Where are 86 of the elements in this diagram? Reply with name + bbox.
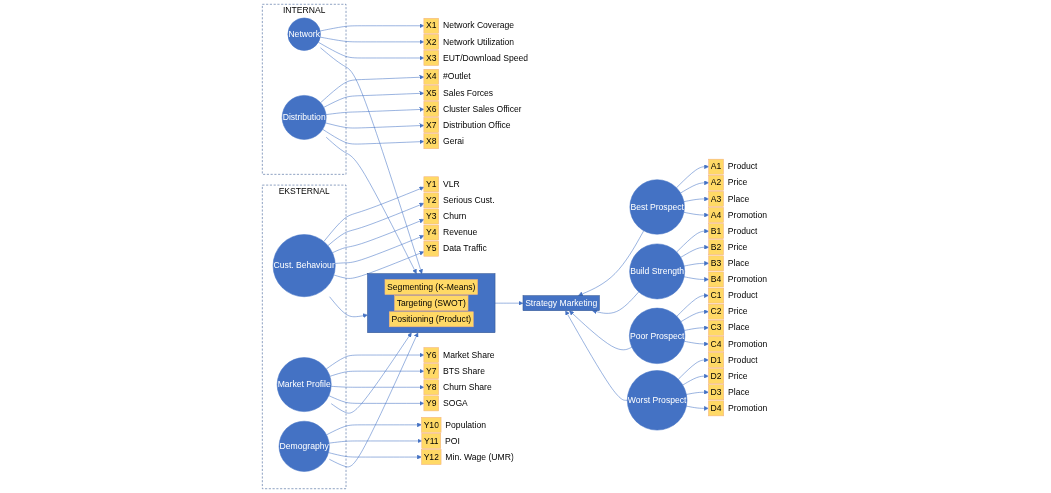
node-label: Price	[727, 177, 748, 188]
node-label: Network Utilization	[442, 37, 515, 47]
node-box: A4	[708, 207, 724, 223]
node-box: Y11	[421, 433, 441, 449]
node-label: SOGA	[442, 398, 468, 408]
node-box: Y6	[423, 347, 439, 363]
node-box: B2	[708, 239, 724, 256]
node-box: Y8	[423, 379, 439, 396]
node-box: Y2	[423, 192, 439, 209]
node-box: B3	[708, 255, 724, 272]
node-box: D2	[708, 368, 724, 384]
node-box: X6	[423, 101, 439, 117]
node-box: Y9	[423, 395, 439, 412]
node-box: C3	[708, 320, 724, 336]
node-label: Min. Wage (UMR)	[445, 452, 514, 462]
node-label: Churn	[442, 211, 467, 221]
node-label: Serious Cust.	[442, 195, 495, 205]
node-label: #Outlet	[442, 71, 471, 82]
node-label: Gerai	[442, 136, 464, 146]
node-box: X2	[423, 34, 439, 50]
node-label: Population	[445, 420, 486, 430]
node-box: X4	[423, 69, 439, 85]
node-circle: Poor Prospect	[629, 307, 686, 364]
node-label: Place	[727, 194, 750, 204]
node-label: Place	[727, 258, 750, 268]
node-box: Segmenting (K-Means)	[384, 279, 478, 295]
node-label: Network Coverage	[442, 20, 515, 31]
node-box: X3	[423, 50, 439, 66]
cluster	[367, 273, 496, 333]
node-box: B1	[708, 223, 724, 239]
node-box: X1	[423, 18, 439, 34]
node-box: Positioning (Product)	[389, 311, 474, 328]
node-label: BTS Share	[442, 366, 486, 376]
node-label: Product	[728, 355, 758, 365]
node-box: X7	[423, 117, 439, 133]
node-label: Churn Share	[442, 382, 492, 392]
node-box: Y10	[421, 417, 442, 433]
node-circle: Network	[287, 17, 321, 51]
node-label: Distribution Office	[442, 120, 511, 130]
node-box: Y4	[423, 224, 439, 241]
node-box: C2	[708, 303, 724, 320]
node-label: Price	[728, 371, 748, 381]
node-box: A3	[708, 191, 724, 207]
node-box: B4	[708, 271, 724, 288]
node-label: Product	[728, 290, 758, 300]
node-box: Y5	[423, 240, 439, 257]
node-circle: Cust. Behaviour	[272, 234, 336, 297]
node-label: VLR	[442, 179, 460, 189]
node-label: Product	[727, 226, 758, 236]
node-label: Data Traffic	[442, 243, 487, 253]
node-label: Promotion	[727, 210, 767, 220]
node-label: Price	[727, 242, 748, 252]
node-box: X8	[423, 133, 439, 149]
node-box: Y7	[423, 363, 439, 379]
node-box: Y3	[423, 208, 439, 225]
node-label: Place	[728, 322, 750, 333]
node-label: Market Share	[442, 350, 495, 360]
node-label: Revenue	[442, 227, 478, 237]
node-circle: Demography	[278, 420, 330, 472]
node-label: POI	[445, 436, 460, 446]
node-circle: Build Strength	[629, 243, 685, 300]
node-label: EUT/Download Speed	[442, 53, 528, 63]
node-box: A1	[708, 158, 724, 175]
node-box: Y1	[423, 176, 439, 193]
node-box: D4	[708, 400, 724, 417]
node-circle: Worst Prospect	[627, 370, 688, 431]
node-circle: Best Prospect	[629, 179, 685, 235]
node-box: X5	[423, 85, 439, 101]
node-box: Strategy Marketing	[522, 295, 600, 311]
node-label: Promotion	[728, 403, 768, 413]
node-box: D1	[708, 352, 724, 368]
node-box: Y12	[421, 449, 442, 465]
node-label: Promotion	[727, 274, 767, 284]
node-label: Promotion	[728, 339, 768, 349]
node-box: D3	[708, 384, 724, 401]
node-label: Place	[728, 387, 750, 397]
node-box: C1	[708, 287, 724, 304]
node-label: Price	[728, 306, 748, 316]
node-box: C4	[708, 336, 724, 352]
node-label: Sales Forces	[442, 88, 494, 98]
node-label: Product	[727, 161, 758, 171]
node-circle: Market Profile	[276, 357, 332, 412]
node-box: Targeting (SWOT)	[394, 295, 469, 311]
node-circle: Distribution	[281, 95, 327, 140]
node-label: Cluster Sales Officer	[442, 104, 522, 114]
node-box: A2	[708, 175, 724, 191]
